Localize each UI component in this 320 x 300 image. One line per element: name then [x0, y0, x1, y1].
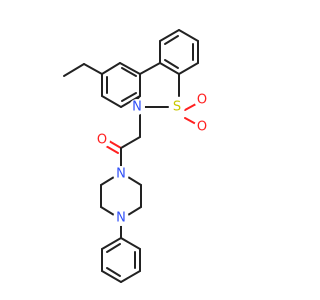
ring-piperazine: [100, 176, 142, 216]
bond-ph-d: [101, 270, 122, 283]
atom-label-n-piperazine-1: N: [116, 167, 126, 182]
atom-n-piperazine-1: N: [113, 166, 129, 182]
atom-n-sultam: N: [129, 99, 145, 115]
bond-ring-left-a: [101, 62, 121, 75]
atom-o-sulfonyl-2: O: [194, 119, 210, 135]
atom-label-o-sulfonyl-1: O: [197, 93, 207, 108]
bond-c-o-carbonyl-2: [105, 145, 119, 154]
bond-ph-double-2: [106, 267, 121, 277]
ring-phenyl: [101, 237, 141, 283]
bond-s-o-1: [184, 103, 197, 111]
ring-right-benzene: [159, 29, 199, 75]
atom-o-sulfonyl-1: O: [194, 92, 210, 108]
atom-label-s: S: [173, 100, 181, 115]
bond-ring-left-b: [119, 62, 141, 75]
bond-ring-left-double-2: [121, 92, 137, 102]
bond-ring-right-f: [159, 62, 180, 75]
bond-pip-d: [100, 206, 115, 216]
bond-pip-a: [127, 176, 142, 186]
bond-biaryl: [139, 62, 161, 75]
bond-ring-right-e: [178, 62, 199, 75]
bond-pip-c: [127, 206, 142, 216]
atom-s: S: [169, 99, 185, 115]
bond-ring-right-c: [178, 29, 199, 42]
bond-s-o-2: [184, 117, 197, 125]
atom-label-o-carbonyl: O: [97, 133, 107, 148]
bond-ph-a: [120, 237, 141, 250]
bond-ring-right-double-3: [164, 59, 179, 69]
bond-ring-left-double-1: [121, 67, 137, 77]
atom-label-o-sulfonyl-2: O: [197, 120, 207, 135]
bond-ph-c: [120, 270, 141, 283]
bond-ring-right-b: [159, 29, 180, 42]
bond-ring-left-e: [101, 95, 122, 108]
atom-label-n-sultam: N: [132, 100, 142, 115]
bond-ph-double-3: [106, 243, 121, 253]
bond-ph-f: [101, 237, 122, 250]
bond-pip-f: [100, 176, 115, 186]
ring-left-benzene: [101, 62, 141, 108]
bond-ring-left-d: [120, 95, 141, 108]
molecule-structure-diagram: N S O O O N N: [63, 29, 210, 283]
atom-o-carbonyl: O: [94, 132, 110, 148]
atom-label-n-piperazine-2: N: [116, 211, 126, 226]
bond-ethyl-ch3: [63, 63, 85, 77]
bond-ring-right-double-1: [164, 35, 179, 45]
bond-ethyl-ch2: [83, 63, 103, 75]
bond-ch2-co: [120, 136, 141, 149]
atom-n-piperazine-2: N: [113, 210, 129, 226]
bond-c-o-carbonyl-1: [108, 140, 122, 149]
